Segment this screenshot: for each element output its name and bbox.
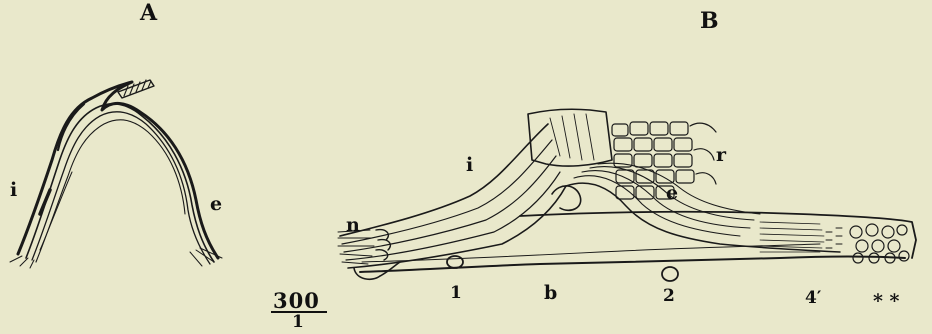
panel-b-label-stars: * * [873, 292, 900, 311]
panel-a-title: A [140, 2, 157, 24]
panel-b-label-1: 1 [450, 285, 462, 302]
panel-b-label-b: b [544, 284, 557, 303]
panel-b-label-n: n [346, 216, 360, 235]
panel-b-title: B [700, 10, 719, 32]
scale-numerator: 300 [273, 290, 320, 311]
panel-a-label-e: e [210, 195, 222, 214]
panel-b-drawing [338, 109, 916, 281]
panel-a-label-i: i [10, 181, 17, 200]
panel-b-label-r: r [716, 146, 726, 165]
panel-a-drawing [10, 80, 222, 268]
scale-denominator: 1 [292, 314, 304, 331]
panel-b-label-2: 2 [663, 288, 675, 305]
panel-b-label-e: e [666, 184, 678, 203]
panel-b-label-4-prime: 4′ [805, 290, 821, 307]
panel-b-label-i: i [466, 156, 473, 175]
